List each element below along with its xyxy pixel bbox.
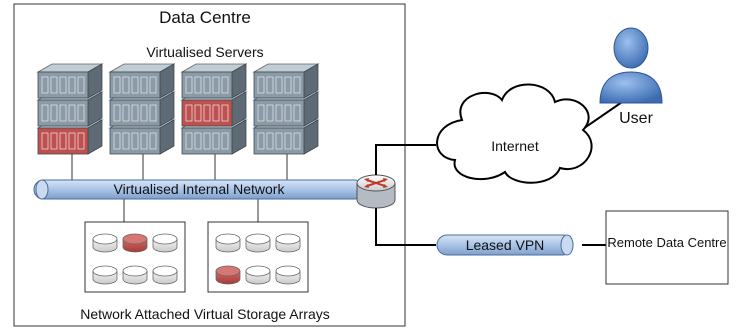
server-unit — [109, 71, 161, 99]
disk-icon — [122, 233, 148, 253]
server-unit — [253, 71, 305, 99]
data-centre-title: Data Centre — [159, 8, 251, 27]
server-rack-2 — [108, 63, 176, 155]
disk-icon — [152, 233, 178, 253]
internet-cloud — [436, 83, 593, 184]
server-unit — [181, 71, 233, 99]
storage-array-1 — [84, 221, 186, 293]
user-icon — [599, 27, 663, 104]
storage-array-2 — [207, 221, 309, 293]
user-label: User — [619, 110, 653, 127]
storage-arrays-label: Network Attached Virtual Storage Arrays — [80, 306, 330, 322]
disk-icon — [152, 265, 178, 285]
server-unit — [253, 127, 305, 155]
server-rack-4 — [252, 63, 320, 155]
disk-icon — [275, 233, 301, 253]
server-unit — [37, 71, 89, 99]
disk-icon — [92, 265, 118, 285]
disk-icon — [122, 265, 148, 285]
disk-icon — [92, 233, 118, 253]
server-unit — [181, 99, 233, 127]
server-unit — [37, 127, 89, 155]
internet-label: Internet — [491, 138, 539, 154]
vpn-pipe — [436, 234, 574, 256]
disk-icon — [245, 265, 271, 285]
disk-icon — [245, 233, 271, 253]
virtualised-servers-label: Virtualised Servers — [146, 44, 264, 60]
internal-network-label: Virtualised Internal Network — [113, 181, 285, 197]
server-unit — [37, 99, 89, 127]
server-unit — [109, 127, 161, 155]
server-rack-1 — [36, 63, 104, 155]
data-centre-boundary — [13, 3, 406, 327]
server-unit — [181, 127, 233, 155]
remote-data-centre-box — [605, 210, 729, 285]
server-unit — [253, 99, 305, 127]
disk-icon — [215, 265, 241, 285]
remote-data-centre-label: Remote Data Centre — [607, 235, 727, 250]
rack-connectors — [71, 150, 288, 222]
storage-arrays — [84, 221, 309, 293]
server-rack-3 — [180, 63, 248, 155]
leased-vpn-label: Leased VPN — [465, 237, 545, 253]
server-racks — [36, 63, 320, 155]
router-links — [375, 99, 626, 246]
router-icon — [356, 174, 396, 209]
disk-icon — [275, 265, 301, 285]
disk-icon — [215, 233, 241, 253]
server-unit — [109, 99, 161, 127]
